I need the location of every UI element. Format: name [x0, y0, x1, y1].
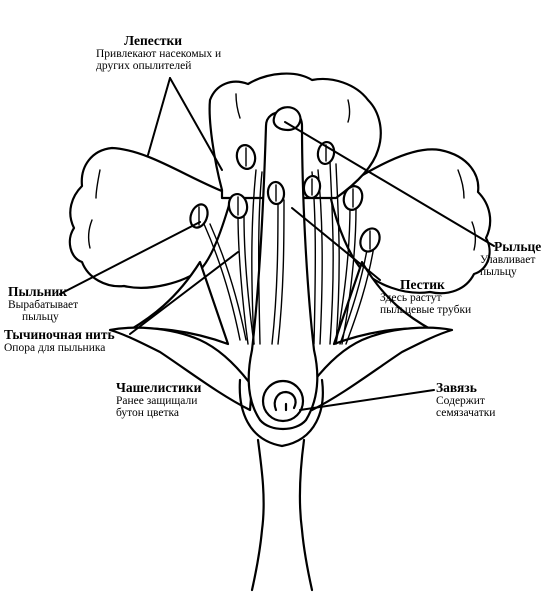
label-pistil-desc-2: пыльцевые трубки: [380, 304, 472, 317]
ovary-chamber: [261, 379, 305, 423]
sepal-left: [108, 326, 254, 412]
ovule: [273, 390, 297, 412]
label-ovary-desc-1: Содержит: [436, 395, 485, 408]
label-stigma-desc-1: Улавливает: [480, 254, 536, 267]
label-anther-title: Пыльник: [8, 284, 68, 299]
label-sepals-title: Чашелистики: [116, 380, 202, 395]
label-ovary: Завязь Содержит семязачатки: [436, 380, 496, 420]
label-filament: Тычиночная нить Опора для пыльника: [4, 327, 115, 355]
label-ovary-desc-2: семязачатки: [436, 407, 496, 420]
label-petals-title: Лепестки: [124, 33, 183, 48]
label-pistil-desc-1: Здесь растут: [380, 292, 442, 305]
label-pistil: Пестик Здесь растут пыльцевые трубки: [380, 277, 472, 317]
label-sepals-desc-2: бутон цветка: [116, 407, 179, 420]
anthers: [189, 140, 381, 253]
label-stigma-title: Рыльце: [494, 239, 542, 254]
label-stigma: Рыльце Улавливает пыльцу: [480, 239, 542, 279]
label-petals-desc-1: Привлекают насекомых и: [96, 48, 222, 61]
label-petals-desc-2: других опылителей: [96, 60, 192, 73]
label-filament-title: Тычиночная нить: [4, 327, 115, 342]
stem: [250, 438, 314, 592]
label-anther: Пыльник Вырабатывает пыльцу: [8, 284, 79, 324]
label-petals: Лепестки Привлекают насекомых и других о…: [96, 33, 222, 73]
label-filament-desc-1: Опора для пыльника: [4, 342, 106, 355]
stigma: [272, 106, 302, 132]
sepal-right: [308, 326, 454, 412]
label-sepals: Чашелистики Ранее защищали бутон цветка: [116, 380, 202, 420]
label-sepals-desc-1: Ранее защищали: [116, 395, 198, 408]
label-ovary-title: Завязь: [436, 380, 477, 395]
label-anther-desc-1: Вырабатывает: [8, 299, 79, 312]
label-pistil-title: Пестик: [400, 277, 445, 292]
label-anther-desc-2: пыльцу: [22, 311, 59, 324]
leader-lines: [59, 77, 495, 411]
label-stigma-desc-2: пыльцу: [480, 266, 517, 279]
